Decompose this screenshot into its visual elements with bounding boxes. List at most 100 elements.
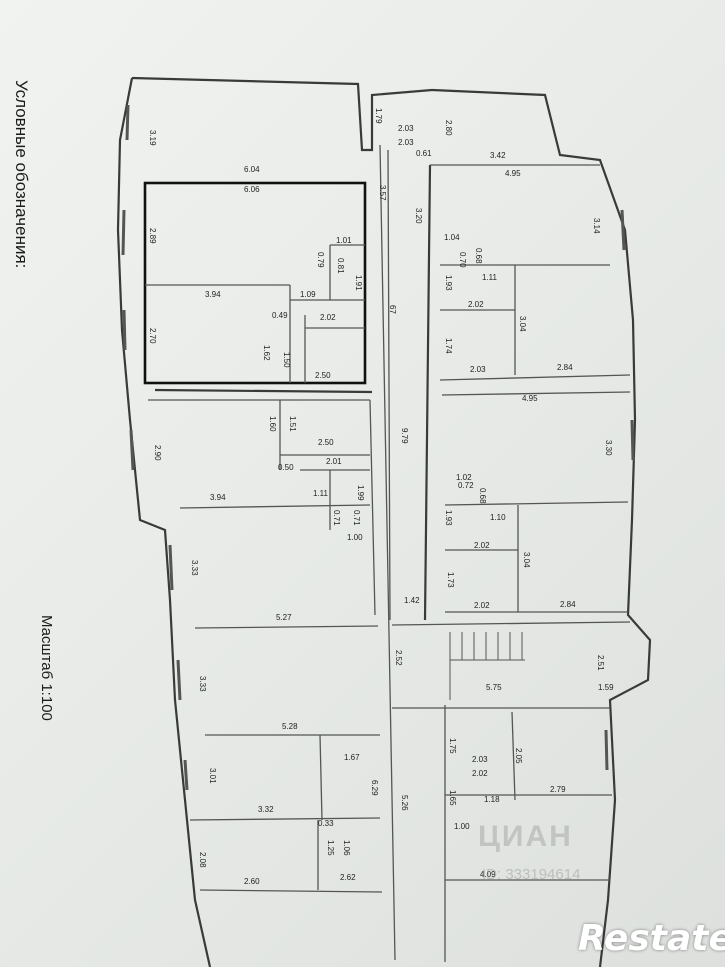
dim-label: 1.75 <box>448 738 457 754</box>
dim-label: 6.04 <box>244 165 260 174</box>
dim-label: 3.04 <box>522 552 531 568</box>
dim-label: 1.62 <box>262 345 271 361</box>
apartment-highlighted <box>143 181 367 385</box>
dim-label: 2.02 <box>320 313 336 322</box>
outer-walls-right <box>423 88 652 967</box>
dim-label: 2.03 <box>398 124 414 133</box>
dim-label: 0.49 <box>272 311 288 320</box>
dim-label: 1.60 <box>268 416 277 432</box>
dim-label: 1.18 <box>484 795 500 804</box>
dim-label: 3.94 <box>205 290 221 299</box>
dim-label: 1.59 <box>598 683 614 692</box>
dim-label: 1.11 <box>313 489 329 498</box>
dim-label: 1.79 <box>374 108 383 124</box>
legend-title: Условные обозначения: <box>12 80 31 269</box>
restate-logo: Restate <box>578 918 725 959</box>
dim-label: 2.01 <box>326 457 342 466</box>
dim-label: 2.80 <box>444 120 453 136</box>
dim-label: 1.02 <box>456 473 472 482</box>
dim-label: 2.02 <box>474 541 490 550</box>
dim-label: 2.03 <box>398 138 414 147</box>
dim-label: 5.28 <box>282 722 298 731</box>
dim-label: 2.03 <box>470 365 486 374</box>
dim-label: 1.74 <box>444 338 453 354</box>
dim-label: 1.11 <box>482 273 498 282</box>
dim-label: 2.03 <box>472 755 488 764</box>
dim-label: 2.52 <box>394 650 403 666</box>
dim-label: 3.01 <box>208 768 217 784</box>
dim-label: 1.67 <box>344 753 360 762</box>
dim-label: 5.26 <box>400 795 409 811</box>
outer-walls-left <box>116 76 433 967</box>
dim-label: 0.50 <box>278 463 294 472</box>
dim-label: 2.84 <box>557 363 573 372</box>
dim-label: 1.51 <box>288 416 297 432</box>
dim-label: 1.10 <box>490 513 506 522</box>
dim-label: 1.25 <box>326 840 335 856</box>
dim-label: 5.75 <box>486 683 502 692</box>
dim-label: 2.70 <box>148 328 157 344</box>
dim-label: 1.00 <box>347 533 363 542</box>
dim-label: 3.94 <box>210 493 226 502</box>
dim-label: 1.73 <box>446 572 455 588</box>
dim-label: 4.09 <box>480 870 496 879</box>
dim-label: 2.51 <box>596 655 605 671</box>
dim-label: 3.20 <box>414 208 423 224</box>
dim-label: 4.95 <box>505 169 521 178</box>
dim-label: 0.71 <box>352 510 361 526</box>
dim-label: 9.79 <box>400 428 409 444</box>
dim-label: 2.02 <box>472 769 488 778</box>
dim-label: 1.42 <box>404 596 420 605</box>
dim-label: 1.01 <box>336 236 352 245</box>
dim-label: 2.62 <box>340 873 356 882</box>
dim-label: 2.50 <box>315 371 331 380</box>
dim-label: 1.04 <box>444 233 460 242</box>
dim-label: 3.14 <box>592 218 601 234</box>
dim-label: 0.68 <box>478 488 487 504</box>
dim-label: 3.33 <box>190 560 199 576</box>
dim-label: 0.72 <box>458 481 474 490</box>
dim-label: 1.91 <box>354 275 363 291</box>
dim-label: 2.08 <box>198 852 207 868</box>
dim-label: 1.93 <box>444 510 453 526</box>
cian-id-watermark: ID: 333194614 <box>482 866 581 883</box>
dim-label: 2.79 <box>550 785 566 794</box>
dim-label: 3.04 <box>518 316 527 332</box>
dim-label: 1.06 <box>342 840 351 856</box>
dim-label: 2.90 <box>153 445 162 461</box>
dim-label: 1.50 <box>282 352 291 368</box>
dim-label: 6.06 <box>244 185 260 194</box>
dim-label: 1.65 <box>448 790 457 806</box>
scale-label: Масштаб 1:100 <box>38 615 55 721</box>
dim-label: 0.61 <box>416 149 432 158</box>
dim-label: 3.42 <box>490 151 506 160</box>
dim-label: 0.81 <box>336 258 345 274</box>
windows <box>121 104 635 791</box>
cian-watermark: ЦИАН <box>478 820 573 853</box>
dim-label: 2.50 <box>318 438 334 447</box>
dim-label: 0.71 <box>332 510 341 526</box>
dim-label: 67 <box>388 305 397 314</box>
dim-label: 3.57 <box>378 185 387 201</box>
dim-label: 2.02 <box>474 601 490 610</box>
dim-label: 0.68 <box>474 248 483 264</box>
dim-label: 3.33 <box>198 676 207 692</box>
dim-label: 3.30 <box>604 440 613 456</box>
dim-label: 0.70 <box>458 252 467 268</box>
dim-label: 6.29 <box>370 780 379 796</box>
dim-label: 1.09 <box>300 290 316 299</box>
staircase <box>449 632 525 700</box>
dim-label: 1.00 <box>454 822 470 831</box>
dim-label: 2.02 <box>468 300 484 309</box>
dim-label: 0.33 <box>318 819 334 828</box>
partitions <box>145 144 631 962</box>
dim-label: 1.93 <box>444 275 453 291</box>
dim-label: 5.27 <box>276 613 292 622</box>
dim-label: 1.99 <box>356 485 365 501</box>
dim-label: 2.60 <box>244 877 260 886</box>
dim-label: 4.95 <box>522 394 538 403</box>
dim-label: 3.19 <box>148 130 157 146</box>
dim-label: 2.05 <box>514 748 523 764</box>
